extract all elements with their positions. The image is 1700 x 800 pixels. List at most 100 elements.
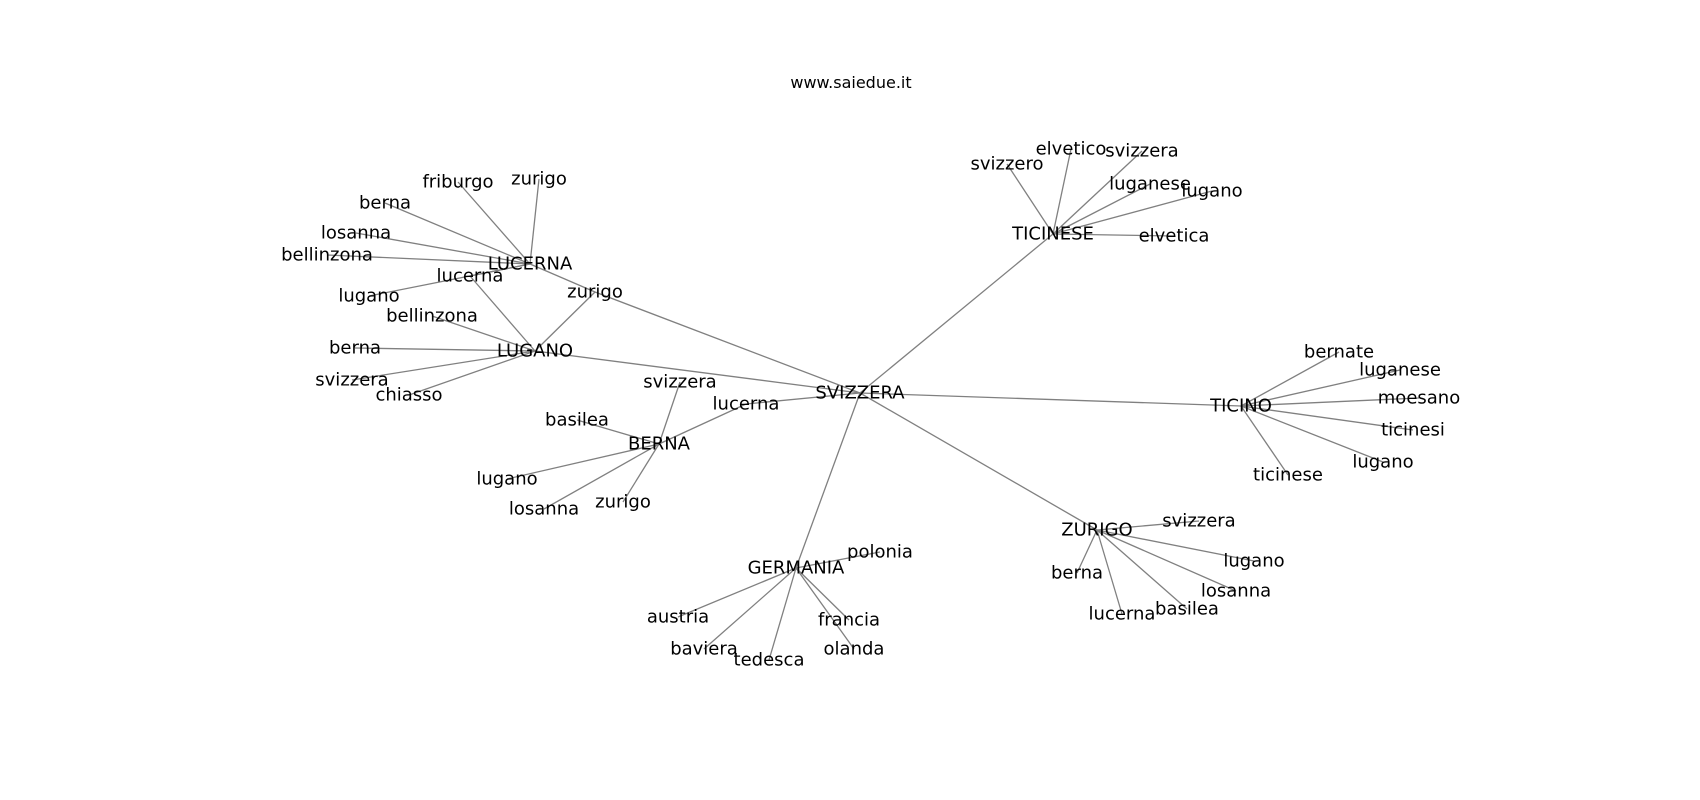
edge-n2-n19	[408, 350, 536, 396]
node-label-ticinese: TICINESE	[1011, 224, 1094, 245]
edge-n4-n28	[1006, 163, 1054, 235]
node-label-bernate: bernate	[1304, 342, 1374, 363]
edge-n7-n44	[795, 551, 881, 569]
node-label-svizzera: SVIZZERA	[815, 383, 905, 404]
edge-n3-n22	[576, 419, 660, 445]
edge-n5-n36	[1240, 405, 1384, 463]
node-label-ticino: TICINO	[1209, 396, 1272, 417]
edge-n4-n26	[1052, 148, 1072, 235]
node-label-tedesca: tedesca	[734, 650, 805, 671]
node-label-luganese: luganese	[1359, 360, 1441, 381]
node-label-ticinese: ticinese	[1253, 465, 1323, 486]
edge-n2-n17	[354, 347, 536, 352]
node-label-moesano: moesano	[1378, 388, 1460, 409]
edge-n0-n21	[745, 392, 861, 405]
edge-n1-n9	[529, 178, 540, 265]
edge-n6-n38	[1096, 520, 1200, 531]
node-label-luganese: luganese	[1109, 174, 1191, 195]
edge-n6-n43	[1096, 529, 1188, 610]
edge-n1-n12	[326, 254, 531, 265]
edge-n2-n16	[431, 315, 536, 352]
node-label-lucerna: lucerna	[713, 394, 780, 415]
edge-n1-n11	[355, 232, 531, 265]
node-label-zurigo: zurigo	[567, 282, 623, 303]
edge-n3-n23	[506, 443, 660, 480]
node-label-germania: GERMANIA	[748, 558, 845, 579]
edge-n4-n30	[1052, 190, 1213, 235]
node-label-francia: francia	[818, 610, 880, 631]
edge-n14-n1	[529, 263, 596, 293]
edge-n4-n31	[1052, 233, 1175, 237]
edge-n0-n14	[594, 291, 861, 394]
node-label-lugano: lugano	[1223, 551, 1284, 572]
edge-n5-n35	[1240, 405, 1414, 431]
node-label-lugano: lugano	[1352, 452, 1413, 473]
edge-n5-n33	[1240, 369, 1401, 407]
node-label-olanda: olanda	[824, 639, 885, 660]
edge-n6-n41	[1096, 529, 1237, 592]
node-label-zurigo: zurigo	[595, 492, 651, 513]
node-label-berna: BERNA	[628, 434, 691, 455]
edge-n6-n40	[1076, 529, 1098, 574]
edge-n1-n13	[469, 263, 531, 277]
node-label-losanna: losanna	[509, 499, 579, 520]
edge-n1-n10	[384, 202, 531, 265]
site-title: www.saiedue.it	[790, 73, 911, 92]
edge-n6-n42	[1096, 529, 1123, 615]
node-label-svizzera: svizzera	[1105, 141, 1178, 162]
edge-n0-n4	[859, 233, 1054, 394]
edge-n5-n37	[1240, 405, 1289, 476]
edge-n3-n24	[543, 443, 660, 510]
edge-n7-n49	[795, 567, 855, 650]
edge-n0-n7	[795, 392, 861, 569]
edge-n7-n45	[677, 567, 797, 618]
node-label-lucerna: lucerna	[437, 266, 504, 287]
node-label-lugano: lugano	[338, 286, 399, 307]
node-label-lugano: LUGANO	[497, 341, 573, 362]
node-label-berna: berna	[359, 193, 411, 214]
edge-n7-n48	[768, 567, 797, 661]
graph-edges	[326, 148, 1420, 661]
node-label-baviera: baviera	[670, 639, 738, 660]
node-label-svizzero: svizzero	[970, 154, 1043, 175]
node-label-lugano: lugano	[476, 469, 537, 490]
node-label-lucerna: lucerna	[1089, 604, 1156, 625]
edge-n5-n32	[1240, 351, 1340, 407]
edge-n7-n46	[795, 567, 850, 621]
edge-n3-n25	[622, 443, 660, 503]
node-label-lugano: lugano	[1181, 181, 1242, 202]
edge-n5-n34	[1240, 397, 1420, 407]
edge-n4-n27	[1052, 150, 1143, 235]
node-label-bellinzona: bellinzona	[281, 245, 373, 266]
edge-n3-n20	[658, 381, 681, 445]
node-label-berna: berna	[1051, 563, 1103, 584]
node-label-berna: berna	[329, 338, 381, 359]
graph-labels: SVIZZERA LUCERNA LUGANO BERNA TICINESE TICINO…	[281, 139, 1460, 671]
node-label-bellinzona: bellinzona	[386, 306, 478, 327]
edge-n13-n2	[469, 275, 536, 352]
edge-n14-n2	[534, 291, 596, 352]
edge-n0-n6	[859, 392, 1098, 531]
node-label-svizzera: svizzera	[1162, 511, 1235, 532]
node-label-polonia: polonia	[847, 542, 913, 563]
edge-n21-n3	[658, 403, 747, 445]
edge-n4-n29	[1052, 183, 1151, 235]
node-label-svizzera: svizzera	[643, 372, 716, 393]
edge-n7-n47	[703, 567, 797, 650]
node-label-friburgo: friburgo	[422, 172, 493, 193]
node-label-losanna: losanna	[1201, 581, 1271, 602]
node-label-austria: austria	[647, 607, 709, 628]
node-label-losanna: losanna	[321, 223, 391, 244]
node-label-basilea: basilea	[1155, 599, 1219, 620]
edge-n2-n18	[351, 350, 536, 381]
edge-n1-n8	[457, 181, 531, 265]
node-label-svizzera: svizzera	[315, 370, 388, 391]
edge-n0-n2	[534, 350, 861, 394]
edge-n0-n5	[859, 392, 1242, 407]
node-label-lucerna: LUCERNA	[488, 254, 573, 275]
node-label-zurigo: ZURIGO	[1061, 520, 1132, 541]
edge-n6-n39	[1096, 529, 1255, 562]
node-label-chiasso: chiasso	[375, 385, 442, 406]
node-label-elvetico: elvetico	[1036, 139, 1107, 160]
